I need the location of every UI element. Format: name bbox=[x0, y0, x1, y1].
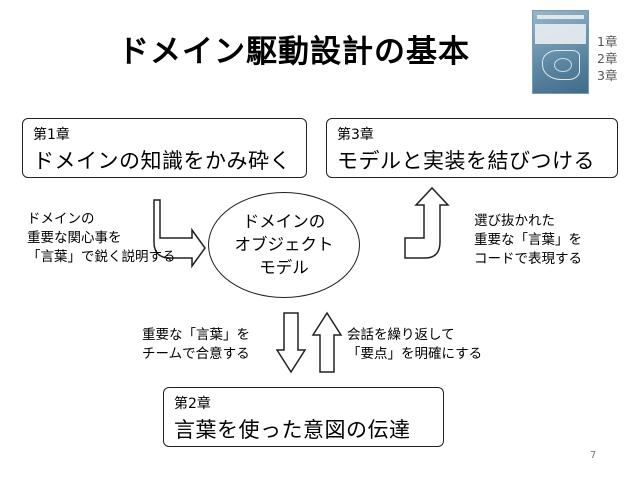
chapter-2-title: 言葉を使った意図の伝達 bbox=[174, 418, 411, 442]
chapter-1-box: 第1章 ドメインの知識をかみ砕く bbox=[22, 118, 307, 178]
chapter-index-item: 2章 bbox=[597, 51, 618, 66]
note-line: 「要点」を明確にする bbox=[347, 346, 483, 362]
chapter-3-label: 第3章 bbox=[337, 127, 374, 143]
chapter-index-item: 1章 bbox=[597, 34, 618, 49]
domain-object-model-ellipse bbox=[208, 192, 360, 298]
note-line: 重要な関心事を bbox=[27, 230, 122, 246]
note-line: 会話を繰り返して bbox=[347, 327, 455, 343]
chapter-index: 1章 2章 3章 bbox=[597, 33, 617, 84]
chapter-1-label: 第1章 bbox=[33, 127, 70, 143]
slide-title: ドメイン駆動設計の基本 bbox=[118, 34, 470, 70]
note-line: 重要な「言葉」を bbox=[142, 327, 250, 343]
chapter-3-title: モデルと実装を結びつける bbox=[337, 149, 595, 173]
note-bottom-right: 会話を繰り返して 「要点」を明確にする bbox=[347, 326, 482, 364]
model-line: ドメインの bbox=[242, 212, 326, 231]
note-line: ドメインの bbox=[27, 211, 95, 227]
note-left: ドメインの 重要な関心事を 「言葉」で鋭く説明する bbox=[27, 210, 176, 267]
chapter-2-label: 第2章 bbox=[174, 396, 211, 412]
note-line: コードで表現する bbox=[474, 251, 582, 267]
note-line: 重要な「言葉」を bbox=[474, 232, 582, 248]
model-line: モデル bbox=[259, 258, 309, 277]
domain-object-model-label: ドメインの オブジェクト モデル bbox=[208, 210, 360, 279]
note-line: 選び抜かれた bbox=[474, 213, 555, 229]
book-cover-icon bbox=[532, 10, 589, 94]
model-line: オブジェクト bbox=[234, 235, 334, 254]
note-right: 選び抜かれた 重要な「言葉」を コードで表現する bbox=[474, 212, 582, 269]
arrow-model-to-chapter3 bbox=[404, 186, 450, 259]
chapter-3-box: 第3章 モデルと実装を結びつける bbox=[326, 118, 618, 178]
chapter-2-box: 第2章 言葉を使った意図の伝達 bbox=[163, 387, 444, 447]
note-line: チームで合意する bbox=[142, 346, 250, 362]
arrow-model-down bbox=[275, 312, 307, 374]
page-number: 7 bbox=[590, 450, 597, 461]
chapter-1-title: ドメインの知識をかみ砕く bbox=[33, 149, 291, 173]
arrow-chapter1-to-model bbox=[153, 199, 206, 269]
note-bottom-left: 重要な「言葉」を チームで合意する bbox=[142, 326, 250, 364]
note-line: 「言葉」で鋭く説明する bbox=[27, 249, 176, 265]
chapter-index-item: 3章 bbox=[597, 68, 618, 83]
arrow-chapter2-up bbox=[311, 311, 343, 373]
